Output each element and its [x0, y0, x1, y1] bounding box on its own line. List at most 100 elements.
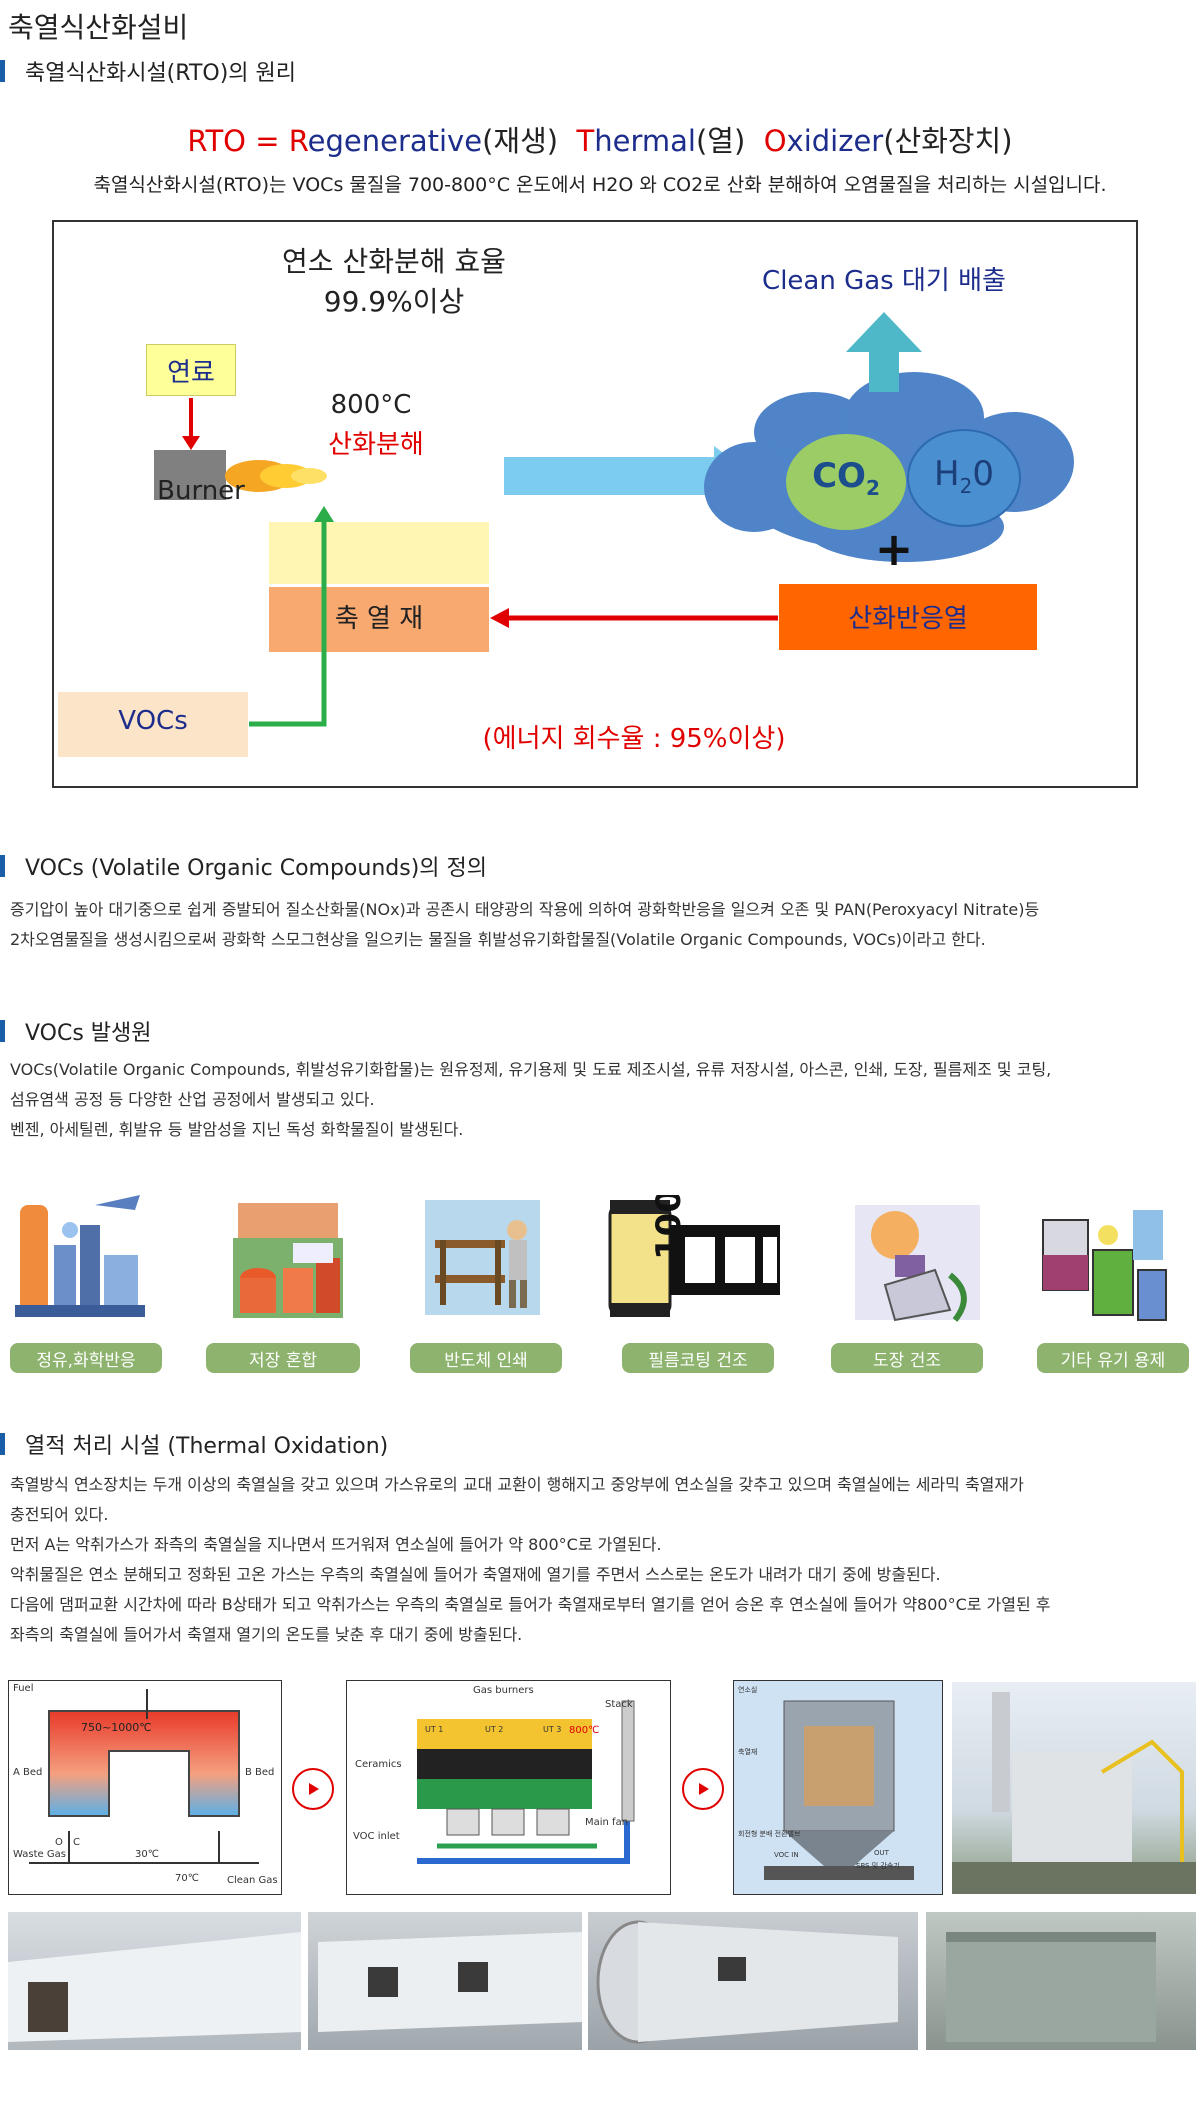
source-pill-printing: 반도체 인쇄 [410, 1343, 562, 1373]
equipment-graphic-3 [596, 1920, 898, 2044]
h2o-sub: 2 [959, 473, 973, 498]
vocs-box [58, 692, 248, 757]
text-line: 좌측의 축열실에 들어가서 축열재 열기의 온도를 낮춘 후 대기 중에 방출된… [10, 1625, 523, 1644]
page-title: 축열식산화설비 [8, 11, 189, 44]
co2-label: CO2 [796, 456, 896, 500]
flame-shape [225, 460, 327, 492]
text-line: 축열방식 연소장치는 두개 이상의 축열실을 갖고 있으며 가스유로의 교대 교… [10, 1475, 1024, 1494]
text-line: 충전되어 있다. [10, 1505, 109, 1524]
next-arrow-2 [682, 1768, 724, 1810]
rto-diagram: 연소 산화분해 효율 99.9%이상 연료 [52, 220, 1138, 788]
efficiency-text: 연소 산화분해 효율 99.9%이상 [234, 242, 554, 322]
spray-gun-icon [855, 1205, 980, 1322]
section-heading-vocs-definition: VOCs (Volatile Organic Compounds)의 정의 [0, 850, 487, 882]
thermal-oxidation-text: 축열방식 연소장치는 두개 이상의 축열실을 갖고 있으며 가스유로의 교대 교… [10, 1470, 1160, 1650]
co2-bubble [786, 434, 906, 530]
burner-schematic-graphic [417, 1700, 635, 1864]
installation-photo [952, 1682, 1196, 1894]
label-burner-chamber: 연소실 [738, 1686, 758, 1694]
energy-recovery-label: (에너지 회수율 : 95%이상) [482, 724, 786, 754]
vocs-path [249, 520, 327, 727]
paint-cans-icon [1042, 1210, 1167, 1321]
formula-r-rest: egenerative [307, 124, 483, 158]
label-ceramics: Ceramics [355, 1759, 402, 1770]
source-pill-film: 필름코팅 건조 [622, 1343, 774, 1373]
burner-schematic: Gas burners Stack UT 1 UT 2 UT 3 800℃ Ce… [346, 1680, 671, 1895]
source-pill-solvent: 기타 유기 용제 [1037, 1343, 1189, 1373]
text-line: VOCs(Volatile Organic Compounds, 휘발성유기화합… [10, 1060, 1052, 1079]
text-line: 증기압이 높아 대기중으로 쉽게 증발되어 질소산화물(NOx)과 공존시 태양… [10, 900, 1040, 919]
oxidation-heat-box [779, 584, 1037, 650]
label-a-bed: A Bed [13, 1767, 43, 1778]
efficiency-line2: 99.9%이상 [323, 285, 465, 318]
heat-return-head [490, 608, 509, 628]
section-heading-vocs-sources: VOCs 발생원 [0, 1015, 152, 1047]
label-valve: 회전형 분배 전환밸브 [738, 1830, 801, 1838]
label-voc-inlet: VOC inlet [353, 1831, 400, 1842]
efficiency-line1: 연소 산화분해 효율 [282, 245, 506, 278]
h2o-h: H [934, 454, 960, 494]
equipment-photo-2 [308, 1912, 582, 2050]
label-b-bed: B Bed [245, 1767, 275, 1778]
label-valve-c: C [73, 1837, 80, 1848]
label-30c: 30℃ [135, 1849, 159, 1860]
label-voc-in: VOC IN [774, 1851, 799, 1859]
burner-body [154, 450, 226, 500]
vocs-path-head [314, 506, 334, 522]
printing-press-icon [425, 1200, 540, 1315]
label-70c: 70℃ [175, 1873, 199, 1884]
vocs-definition-text: 증기압이 높아 대기중으로 쉽게 증발되어 질소산화물(NOx)과 공존시 태양… [10, 895, 1160, 955]
label-out: OUT [874, 1849, 889, 1857]
source-pill-painting: 도장 건조 [831, 1343, 983, 1373]
heading-bar [0, 60, 5, 82]
next-arrow-1 [292, 1768, 334, 1810]
equipment-photo-1 [8, 1912, 301, 2050]
label-800c: 800℃ [569, 1725, 600, 1736]
formula-r: R [288, 124, 308, 158]
film-roll-icon: 100 [608, 1195, 780, 1317]
bed-schematic-graphic [29, 1689, 259, 1864]
chevron-right-icon [309, 1783, 319, 1795]
label-ut2: UT 2 [485, 1725, 504, 1734]
equipment-photo-4 [926, 1912, 1196, 2050]
h2o-bubble [907, 429, 1021, 527]
source-pill-storage: 저장 혼합 [206, 1343, 360, 1373]
rotary-schematic: 연소실 축열재 회전형 분배 전환밸브 VOC IN OUT SBS 및 감속기 [733, 1680, 943, 1895]
label-ut3: UT 3 [543, 1725, 562, 1734]
equipment-graphic-1 [8, 1932, 301, 2042]
equipment-photo-3 [588, 1912, 918, 2050]
chevron-right-icon [699, 1783, 709, 1795]
label-main-fan: Main fan [585, 1817, 629, 1828]
vocs-sources-text: VOCs(Volatile Organic Compounds, 휘발성유기화합… [10, 1055, 1160, 1145]
h2o-label: H20 [916, 454, 1012, 498]
source-pill-refinery: 정유,화학반응 [10, 1343, 162, 1373]
heading-bar [0, 1020, 5, 1042]
formula-o: O [763, 124, 787, 158]
co2-text: CO [812, 456, 866, 496]
bed-schematic: Fuel 750~1000℃ A Bed B Bed O C Waste Gas… [8, 1680, 282, 1895]
co2-sub: 2 [865, 475, 880, 500]
text-line: 섬유염색 공정 등 다양한 산업 공정에서 발생되고 있다. [10, 1090, 375, 1109]
label-waste-gas: Waste Gas [13, 1849, 66, 1860]
heading-text: 축열식산화시설(RTO)의 원리 [25, 61, 297, 86]
heading-text: 열적 처리 시설 (Thermal Oxidation) [25, 1434, 389, 1459]
section-heading-thermal-oxidation: 열적 처리 시설 (Thermal Oxidation) [0, 1428, 388, 1460]
formula-eq: = [246, 124, 289, 158]
label-clean-gas: Clean Gas [227, 1875, 278, 1886]
diagram-graphics [58, 312, 1074, 757]
formula-rto: RTO [187, 124, 247, 158]
text-line: 다음에 댐퍼교환 시간차에 따라 B상태가 되고 악취가스는 우측의 축열실로 … [10, 1595, 1051, 1614]
section-heading-rto: 축열식산화시설(RTO)의 원리 [0, 55, 296, 87]
rto-formula: RTO = Regenerative(재생) Thermal(열) Oxidiz… [0, 118, 1200, 160]
storage-drums-icon [233, 1203, 343, 1318]
installation-graphic [952, 1692, 1196, 1894]
heading-text: VOCs 발생원 [25, 1021, 152, 1046]
text-line: 악취물질은 연소 분해되고 정화된 고온 가스는 우측의 축열실에 들어가 축열… [10, 1565, 941, 1584]
label-stack: Stack [605, 1699, 633, 1710]
formula-o-ko: (산화장치) [883, 124, 1013, 158]
temp-label: 800°C [330, 390, 412, 420]
media-bottom [269, 587, 489, 652]
heading-bar [0, 855, 5, 877]
vocs-label: VOCs [118, 706, 188, 736]
equipment-graphic-2 [318, 1932, 582, 2032]
